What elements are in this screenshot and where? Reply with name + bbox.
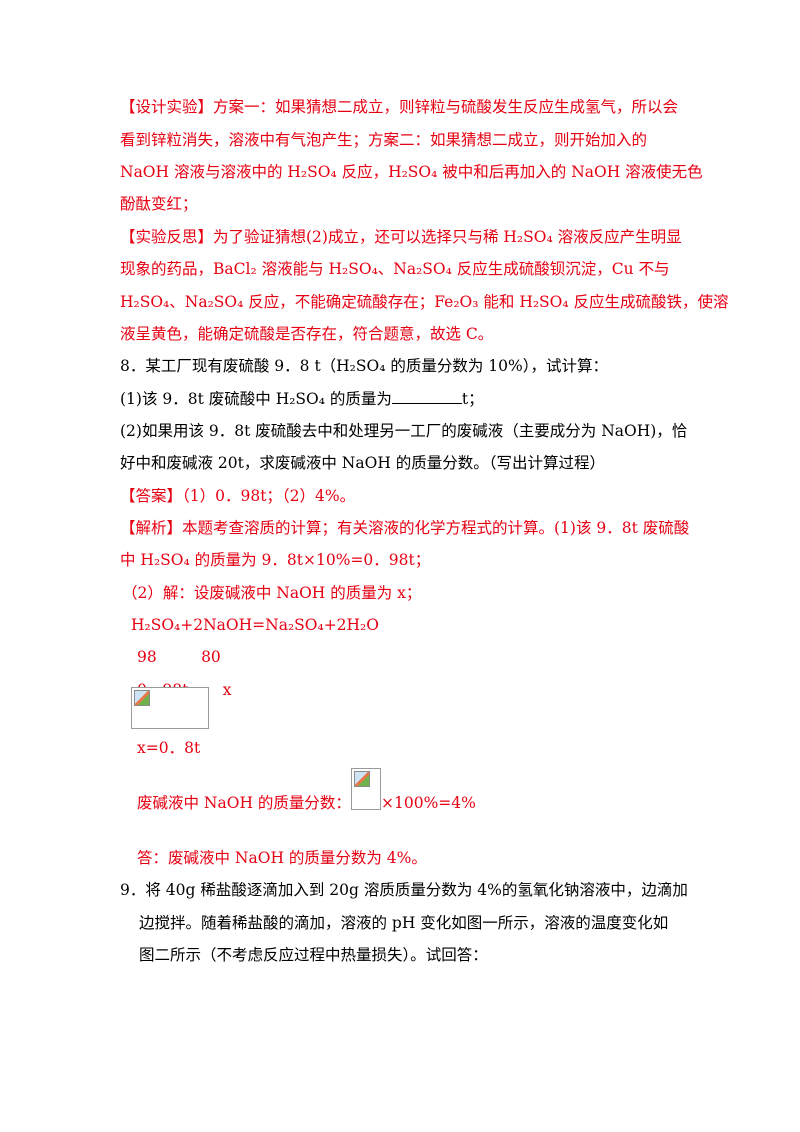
question-8-line-3: (2)如果用该 9．8t 废硫酸去中和处理另一工厂的废碱液（主要成分为 NaOH…	[120, 422, 688, 440]
design-experiment-line-2: 看到锌粒消失，溶液中有气泡产生；方案二：如果猜想二成立，则开始加入的	[120, 131, 648, 149]
question-9-line-2: 边搅拌。随着稀盐酸的滴加，溶液的 pH 变化如图一所示，溶液的温度变化如	[139, 914, 669, 932]
mass-fraction-result: ×100%=4%	[381, 794, 476, 812]
answer-line: 【答案】（1）0．98t；（2）4%。	[120, 487, 356, 505]
question-8-line-4: 好中和废碱液 20t，求废碱液中 NaOH 的质量分数。（写出计算过程）	[120, 454, 606, 472]
design-experiment-line-4: 酚酞变红；	[120, 195, 198, 213]
reflection-line-2: 现象的药品，BaCl₂ 溶液能与 H₂SO₄、Na₂SO₄ 反应生成硫酸钡沉淀，…	[120, 260, 670, 278]
mass-fraction-label: 废碱液中 NaOH 的质量分数：	[137, 794, 351, 812]
analysis-line-2: 中 H₂SO₄ 的质量为 9．8t×10%=0．98t；	[120, 551, 431, 569]
molar-mass-row: 98 80	[137, 648, 221, 666]
answer-blank	[391, 389, 462, 404]
analysis-line-1: 【解析】本题考查溶质的计算；有关溶液的化学方程式的计算。(1)该 9．8t 废硫…	[120, 519, 690, 537]
design-experiment-line-3: NaOH 溶液与溶液中的 H₂SO₄ 反应，H₂SO₄ 被中和后再加入的 NaO…	[120, 163, 703, 181]
design-experiment-line-1: 【设计实验】方案一：如果猜想二成立，则锌粒与硫酸发生反应生成氢气，所以会	[120, 98, 679, 116]
question-9-line-3: 图二所示（不考虑反应过程中热量损失）。试回答：	[139, 946, 488, 964]
broken-image-icon	[354, 771, 370, 787]
final-answer-line: 答：废碱液中 NaOH 的质量分数为 4%。	[137, 849, 427, 867]
result-line: x=0．8t	[137, 739, 201, 757]
reflection-line-1: 【实验反思】为了验证猜想(2)成立，还可以选择只与稀 H₂SO₄ 溶液反应产生明…	[120, 228, 682, 246]
mass-fraction-line: 废碱液中 NaOH 的质量分数：	[137, 792, 351, 814]
chemical-equation: H₂SO₄+2NaOH=Na₂SO₄+2H₂O	[131, 616, 379, 634]
fraction-image-placeholder	[351, 768, 381, 810]
formula-image-placeholder	[131, 687, 209, 729]
question-8-line-1: 8．某工厂现有废硫酸 9．8 t（H₂SO₄ 的质量分数为 10%），试计算：	[120, 357, 608, 375]
broken-image-icon	[134, 690, 150, 706]
question-8-part1-text: (1)该 9．8t 废硫酸中 H₂SO₄ 的质量为	[120, 390, 392, 408]
reflection-line-4: 液呈黄色，能确定硫酸是否存在，符合题意，故选 C。	[120, 325, 494, 343]
reflection-line-3: H₂SO₄、Na₂SO₄ 反应，不能确定硫酸存在；Fe₂O₃ 能和 H₂SO₄ …	[120, 293, 729, 311]
solution-setup-line: （2）解：设废碱液中 NaOH 的质量为 x；	[122, 584, 422, 602]
question-8-line-2: (1)该 9．8t 废硫酸中 H₂SO₄ 的质量为 t；	[120, 388, 484, 410]
question-9-line-1: 9．将 40g 稀盐酸逐滴加入到 20g 溶质质量分数为 4%的氢氧化钠溶液中，…	[120, 881, 688, 899]
question-8-part1-unit: t；	[461, 390, 484, 408]
